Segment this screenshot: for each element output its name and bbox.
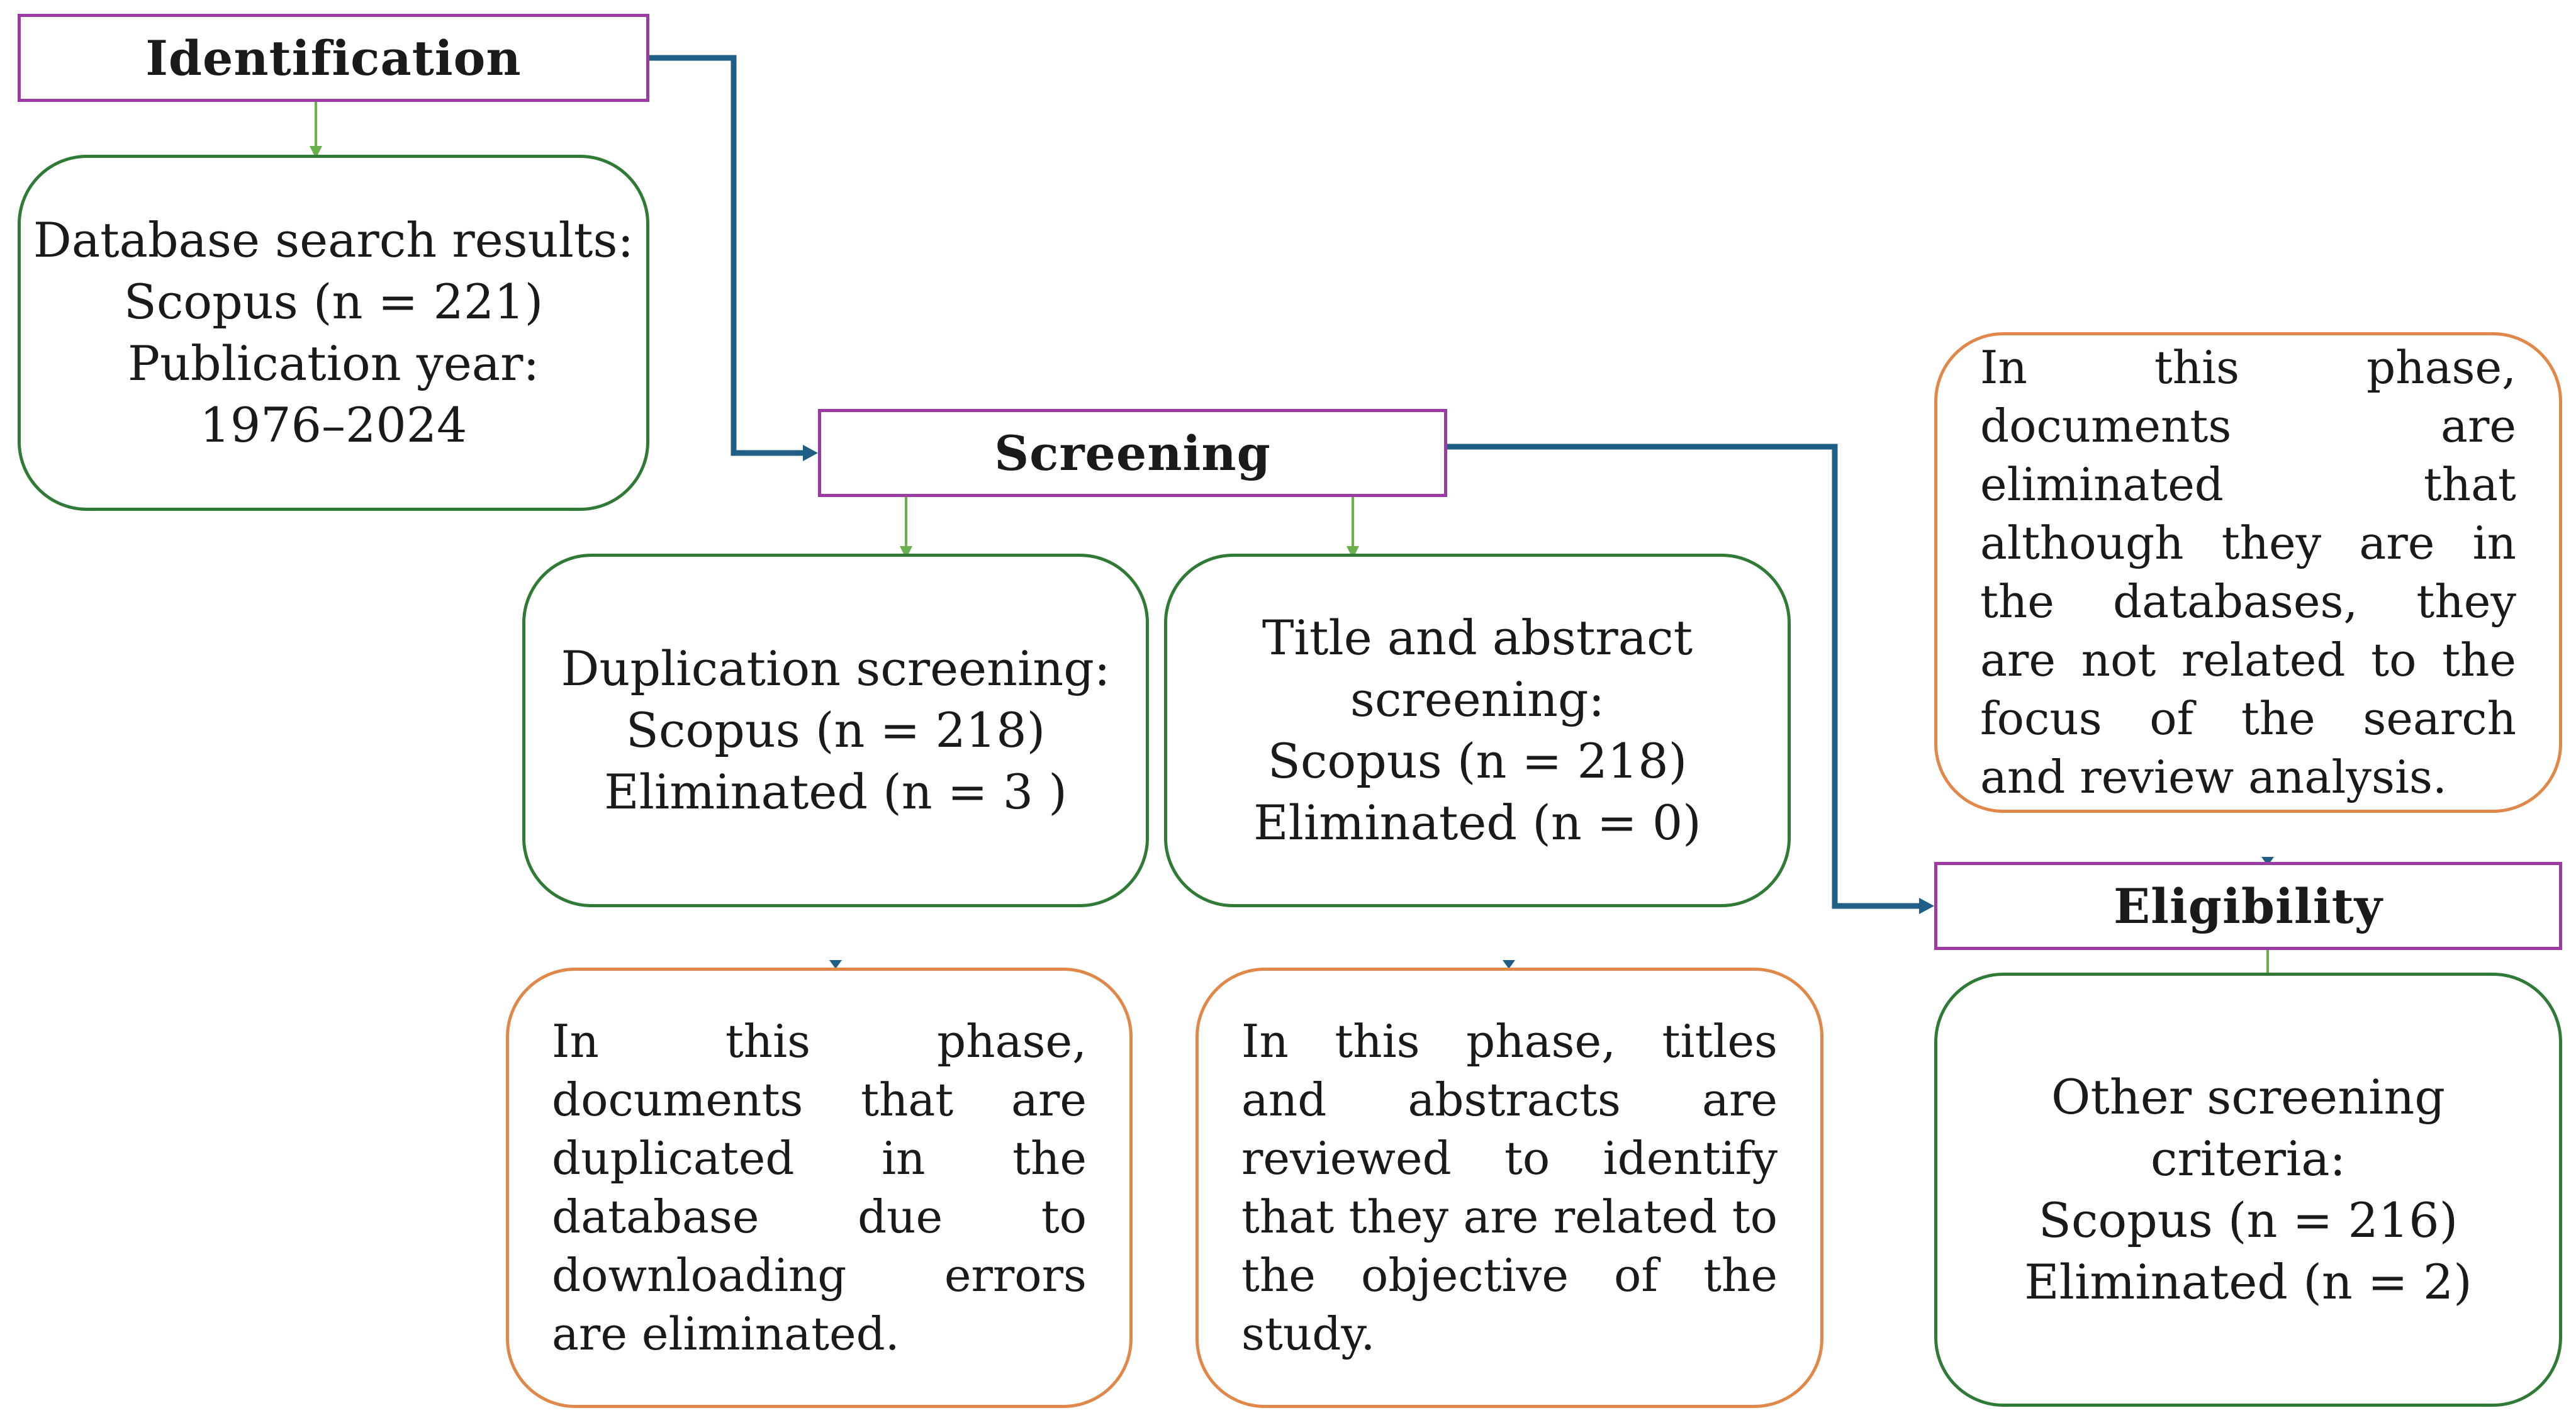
duplication-phase-note-text: In this phase, documents that are duplic…: [552, 1015, 1087, 1360]
eligibility-header: Eligibility: [1934, 862, 2562, 950]
other-screening-label-line2: criteria:: [2150, 1131, 2346, 1187]
eligibility-phase-note: In this phase, documents are eliminated …: [1934, 332, 2562, 813]
title-abstract-phase-note-text: In this phase, titles and abstracts are …: [1241, 1015, 1778, 1360]
other-screening-label-line1: Other screening: [2051, 1069, 2445, 1125]
identification-header-label: Identification: [145, 30, 522, 86]
arrowhead-eligibility: [1919, 898, 1934, 914]
flow-arrow-identification-to-screening: [649, 55, 807, 456]
other-screening-eliminated-count: Eliminated (n = 2): [2024, 1254, 2472, 1310]
title-abstract-phase-note: In this phase, titles and abstracts are …: [1196, 968, 1823, 1408]
duplication-eliminated-count: Eliminated (n = 3 ): [604, 764, 1067, 820]
publication-year-label: Publication year:: [127, 335, 540, 391]
arrowhead-screening: [803, 445, 818, 461]
screening-header-label: Screening: [994, 425, 1271, 481]
other-screening-count: Scopus (n = 216): [2038, 1192, 2458, 1248]
database-search-results-box: Database search results: Scopus (n = 221…: [18, 155, 649, 511]
duplication-screening-label: Duplication screening:: [561, 640, 1111, 696]
title-abstract-eliminated-count: Eliminated (n = 0): [1253, 795, 1701, 851]
eligibility-header-label: Eligibility: [2114, 878, 2383, 934]
search-results-count: Scopus (n = 221): [123, 274, 544, 330]
title-abstract-label-line1: Title and abstract: [1262, 610, 1693, 666]
identification-header: Identification: [18, 14, 649, 102]
publication-year-range: 1976–2024: [199, 397, 468, 453]
duplication-screening-box: Duplication screening: Scopus (n = 218) …: [522, 554, 1149, 907]
title-abstract-count: Scopus (n = 218): [1267, 733, 1688, 789]
other-screening-criteria-box: Other screening criteria: Scopus (n = 21…: [1934, 973, 2562, 1407]
title-abstract-label-line2: screening:: [1350, 671, 1605, 727]
eligibility-phase-note-text: In this phase, documents are eliminated …: [1980, 341, 2516, 803]
screening-header: Screening: [818, 409, 1447, 497]
search-results-label: Database search results:: [33, 212, 634, 268]
duplication-screening-count: Scopus (n = 218): [625, 702, 1046, 758]
title-abstract-screening-box: Title and abstract screening: Scopus (n …: [1164, 554, 1791, 907]
duplication-phase-note: In this phase, documents that are duplic…: [506, 968, 1133, 1408]
